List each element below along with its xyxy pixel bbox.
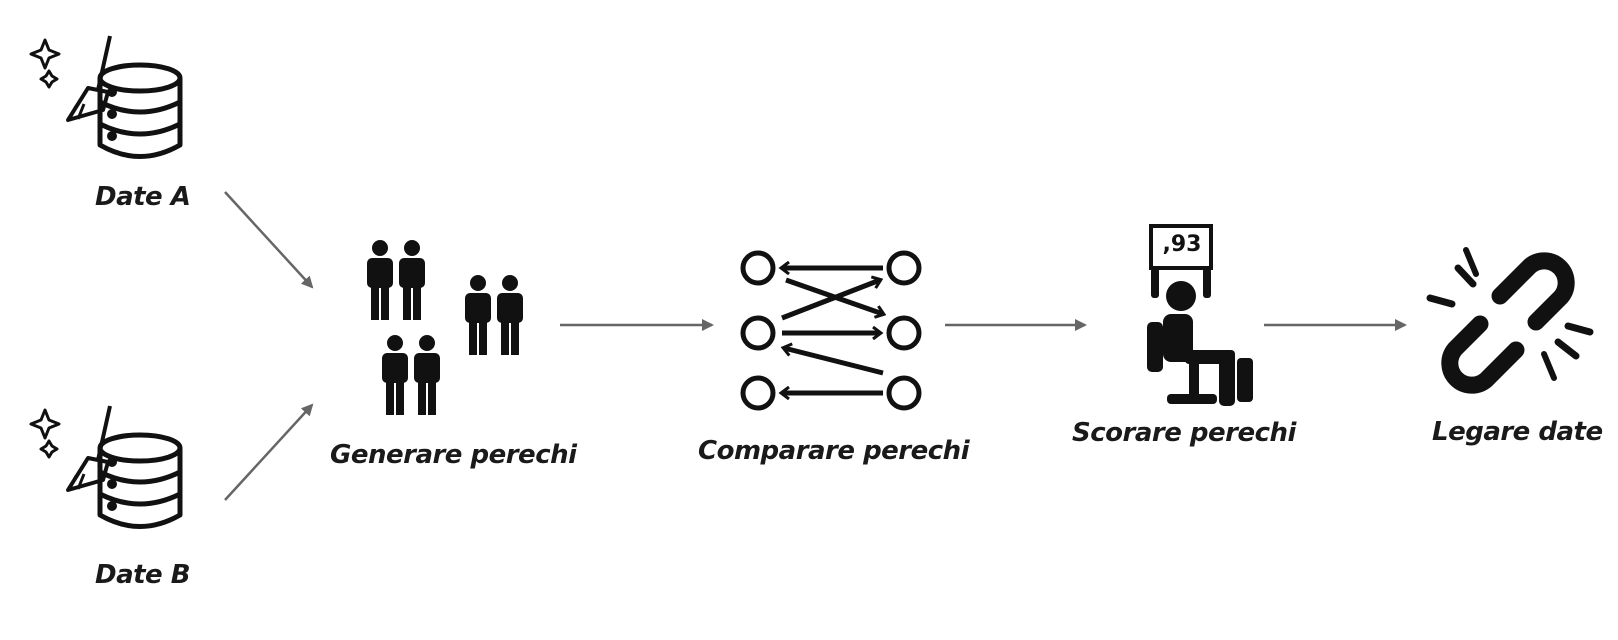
judge-score-icon: ,93 <box>1145 222 1255 422</box>
node-label-date-b: Date B <box>95 560 191 590</box>
node-label-legare: Legare date <box>1432 417 1603 447</box>
judge-figure-icon <box>1147 224 1253 406</box>
node-label-scorare: Scorare perechi <box>1072 418 1296 448</box>
chain-link-icon <box>1426 247 1594 394</box>
arrow-a-to-generate <box>224 191 314 289</box>
cleaned-database-icon <box>29 405 183 529</box>
arrow-b-to-generate <box>224 403 314 501</box>
score-card-value: ,93 <box>1162 232 1202 257</box>
node-label-comparare: Comparare perechi <box>698 436 970 466</box>
node-label-generare: Generare perechi <box>330 440 577 470</box>
people-pairs-icon <box>367 240 523 415</box>
cleaned-database-icon <box>29 35 183 159</box>
compare-arrows-icon <box>740 250 922 411</box>
node-label-date-a: Date A <box>95 182 191 212</box>
